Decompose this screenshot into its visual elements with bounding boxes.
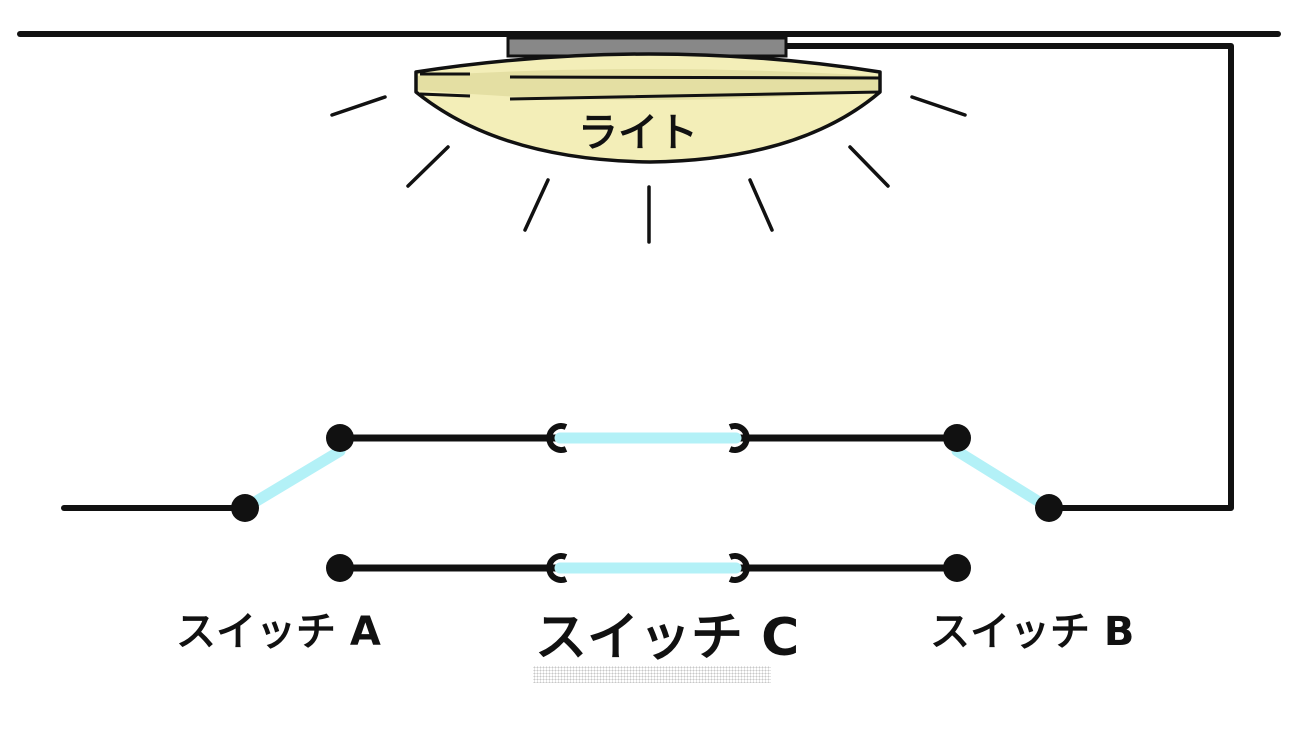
light-rays bbox=[330, 95, 967, 244]
switch-b-label: スイッチ B bbox=[930, 609, 1135, 655]
switch-c-highlight-underline bbox=[533, 666, 771, 683]
switch-c-terminal-upper-right bbox=[728, 423, 750, 453]
switch-b-lever bbox=[951, 445, 1055, 514]
switch-c-label: スイッチ C bbox=[535, 608, 800, 668]
switch-a-label: スイッチ A bbox=[176, 609, 381, 655]
light-ray bbox=[406, 145, 450, 188]
switch-a-lever bbox=[239, 445, 346, 514]
lamp-line-upper bbox=[420, 72, 881, 80]
switch-a-common-terminal bbox=[231, 494, 259, 522]
light-ray bbox=[748, 178, 774, 232]
switch-b-lower-terminal bbox=[943, 554, 971, 582]
switch-a-upper-terminal bbox=[326, 424, 354, 452]
light-ray bbox=[848, 145, 890, 188]
switch-c-terminal-upper-left bbox=[546, 423, 568, 453]
light-ray bbox=[523, 178, 550, 232]
switch-b-upper-terminal bbox=[943, 424, 971, 452]
switch-c-terminal-lower-left bbox=[546, 553, 568, 583]
switch-a-lower-terminal bbox=[326, 554, 354, 582]
lamp-line-lower bbox=[419, 90, 881, 101]
switch-c-terminals bbox=[546, 423, 750, 583]
light-ray bbox=[910, 95, 967, 117]
switch-c-terminal-lower-right bbox=[728, 553, 750, 583]
wire-lamp-to-switch-b bbox=[782, 43, 1234, 511]
switch-b-common-terminal bbox=[1035, 494, 1063, 522]
light-label: ライト bbox=[578, 110, 698, 156]
light-ray bbox=[330, 95, 387, 117]
